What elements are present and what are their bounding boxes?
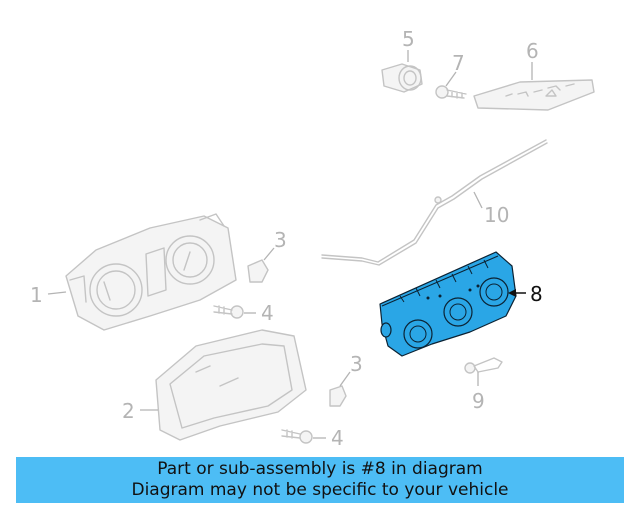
callout-9: 9 bbox=[472, 389, 485, 413]
part-5-knob bbox=[381, 50, 423, 93]
callout-2: 2 bbox=[122, 399, 135, 423]
banner-line-1: Part or sub-assembly is #8 in diagram bbox=[157, 459, 483, 479]
part-4-screw-lower bbox=[281, 429, 326, 444]
info-banner: Part or sub-assembly is #8 in diagram Di… bbox=[16, 457, 624, 503]
part-9-sensor bbox=[464, 357, 503, 386]
callout-4-upper: 4 bbox=[261, 301, 274, 325]
callout-4-lower: 4 bbox=[331, 426, 344, 450]
callout-7: 7 bbox=[452, 51, 465, 75]
part-1-instrument-cluster bbox=[47, 213, 237, 331]
part-6-switch-panel bbox=[473, 62, 595, 111]
banner-line-2: Diagram may not be specific to your vehi… bbox=[131, 480, 509, 500]
part-8-climate-control-panel bbox=[379, 251, 526, 357]
part-10-cable bbox=[321, 139, 548, 266]
part-7-screw bbox=[435, 71, 467, 99]
callout-1: 1 bbox=[30, 283, 43, 307]
callout-6: 6 bbox=[526, 39, 539, 63]
callout-10: 10 bbox=[484, 203, 509, 227]
part-3-bracket-upper bbox=[247, 247, 275, 283]
callout-5: 5 bbox=[402, 27, 415, 51]
callout-8: 8 bbox=[530, 282, 543, 306]
part-4-screw-upper bbox=[213, 305, 256, 319]
parts-diagram: 5 7 6 10 1 3 bbox=[30, 27, 595, 450]
part-3-bracket-lower bbox=[329, 371, 351, 407]
callout-3-upper: 3 bbox=[274, 228, 287, 252]
callout-3-lower: 3 bbox=[350, 352, 363, 376]
part-2-display-trim bbox=[140, 329, 307, 441]
